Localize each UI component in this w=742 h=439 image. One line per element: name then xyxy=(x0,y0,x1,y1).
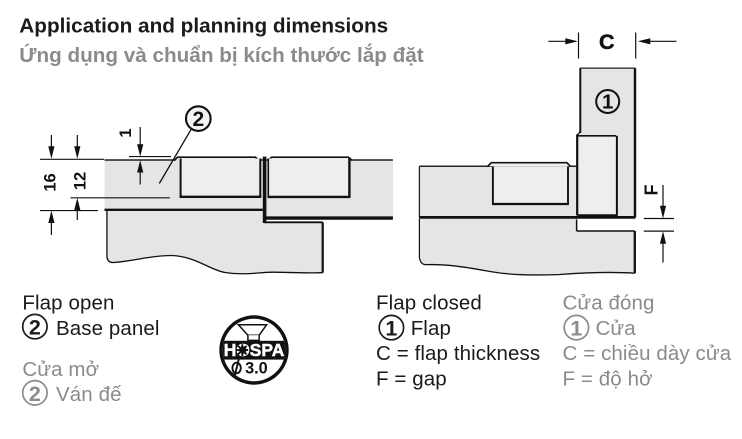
svg-text:3.0: 3.0 xyxy=(245,359,268,377)
svg-text:1: 1 xyxy=(570,317,582,341)
svg-text:C = chiều dày cửa: C = chiều dày cửa xyxy=(563,342,732,365)
svg-text:16: 16 xyxy=(41,173,59,191)
svg-text:Flap open: Flap open xyxy=(22,292,114,315)
svg-text:2: 2 xyxy=(29,382,41,406)
svg-text:F = gap: F = gap xyxy=(376,367,447,390)
svg-text:1: 1 xyxy=(602,91,613,114)
svg-text:2: 2 xyxy=(29,316,41,340)
svg-text:F = độ hở: F = độ hở xyxy=(563,367,653,390)
svg-text:12: 12 xyxy=(71,172,89,190)
svg-text:Cửa: Cửa xyxy=(596,317,637,340)
svg-text:Application and planning dimen: Application and planning dimensions xyxy=(19,15,388,38)
svg-text:Cửa mở: Cửa mở xyxy=(22,358,99,381)
svg-text:C = flap thickness: C = flap thickness xyxy=(376,342,540,365)
svg-text:Flap closed: Flap closed xyxy=(376,292,482,315)
svg-text:C: C xyxy=(599,30,615,54)
svg-text:1: 1 xyxy=(385,317,397,341)
svg-text:F: F xyxy=(642,185,662,196)
svg-text:HOSPA: HOSPA xyxy=(224,340,285,360)
svg-text:Ứng dụng và chuẩn bị kích thướ: Ứng dụng và chuẩn bị kích thước lắp đặt xyxy=(19,43,423,67)
svg-text:Cửa đóng: Cửa đóng xyxy=(563,292,655,315)
svg-text:Flap: Flap xyxy=(411,317,451,340)
svg-text:1: 1 xyxy=(117,128,135,137)
svg-text:Ván đế: Ván đế xyxy=(56,383,122,406)
svg-text:Base panel: Base panel xyxy=(56,317,160,340)
svg-text:2: 2 xyxy=(192,108,204,131)
